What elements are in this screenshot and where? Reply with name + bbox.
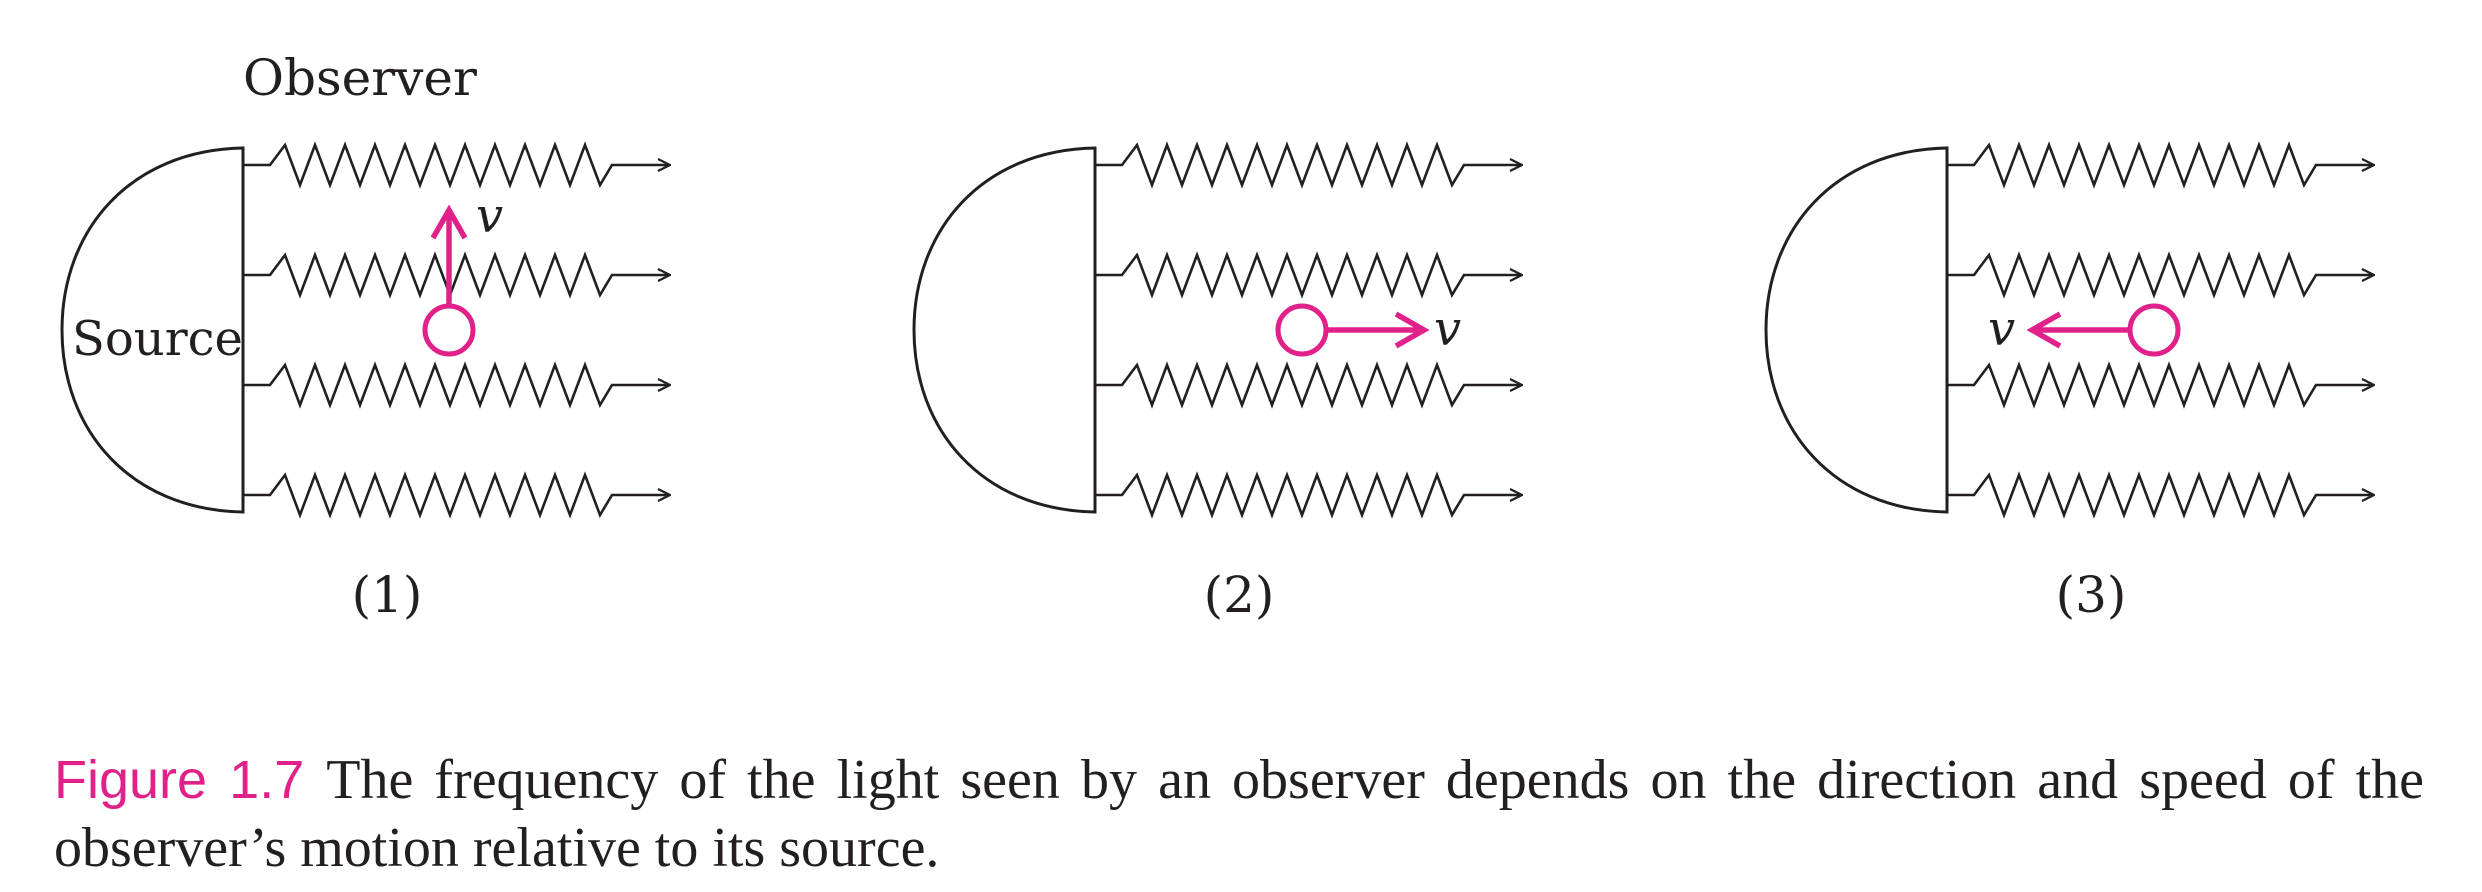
- panel-3: v (3): [1764, 141, 2374, 624]
- light-wave: [1947, 361, 2374, 409]
- light-wave: [1947, 251, 2374, 299]
- light-wave: [1095, 361, 1522, 409]
- observer-marker: v: [1275, 301, 1461, 357]
- observer-label: Observer: [243, 49, 477, 107]
- doppler-figure: Observer Source v (1) v (2) v (3): [60, 49, 2482, 624]
- observer-circle: [2127, 303, 2181, 357]
- source-shape: [912, 146, 1097, 514]
- panel-label: (1): [352, 566, 423, 624]
- source-shape: [1764, 146, 1949, 514]
- light-wave: [1095, 251, 1522, 299]
- light-wave: [1947, 141, 2374, 189]
- light-waves: [1947, 141, 2374, 519]
- caption-text: The frequency of the light seen by an ob…: [54, 749, 2424, 879]
- light-wave: [243, 361, 670, 409]
- light-waves: [1095, 141, 1522, 519]
- observer-marker: v: [1988, 301, 2181, 357]
- panel-label: (3): [2056, 566, 2127, 624]
- velocity-label: v: [476, 188, 503, 244]
- figure-number: Figure 1.7: [54, 750, 305, 810]
- light-waves: [243, 141, 670, 519]
- observer-marker: v: [422, 188, 503, 357]
- light-wave: [1095, 471, 1522, 519]
- panel-label: (2): [1204, 566, 1275, 624]
- light-wave: [243, 141, 670, 189]
- light-wave: [243, 251, 670, 299]
- source-shape: [60, 146, 245, 514]
- light-wave: [1095, 141, 1522, 189]
- panel-2: v (2): [912, 141, 1522, 624]
- panel-1: Observer Source v (1): [60, 49, 670, 624]
- light-wave: [1947, 471, 2374, 519]
- observer-circle: [422, 303, 476, 357]
- source-label: Source: [72, 311, 243, 367]
- velocity-label: v: [1988, 301, 2015, 357]
- observer-circle: [1275, 303, 1329, 357]
- light-wave: [243, 471, 670, 519]
- velocity-label: v: [1434, 301, 1461, 357]
